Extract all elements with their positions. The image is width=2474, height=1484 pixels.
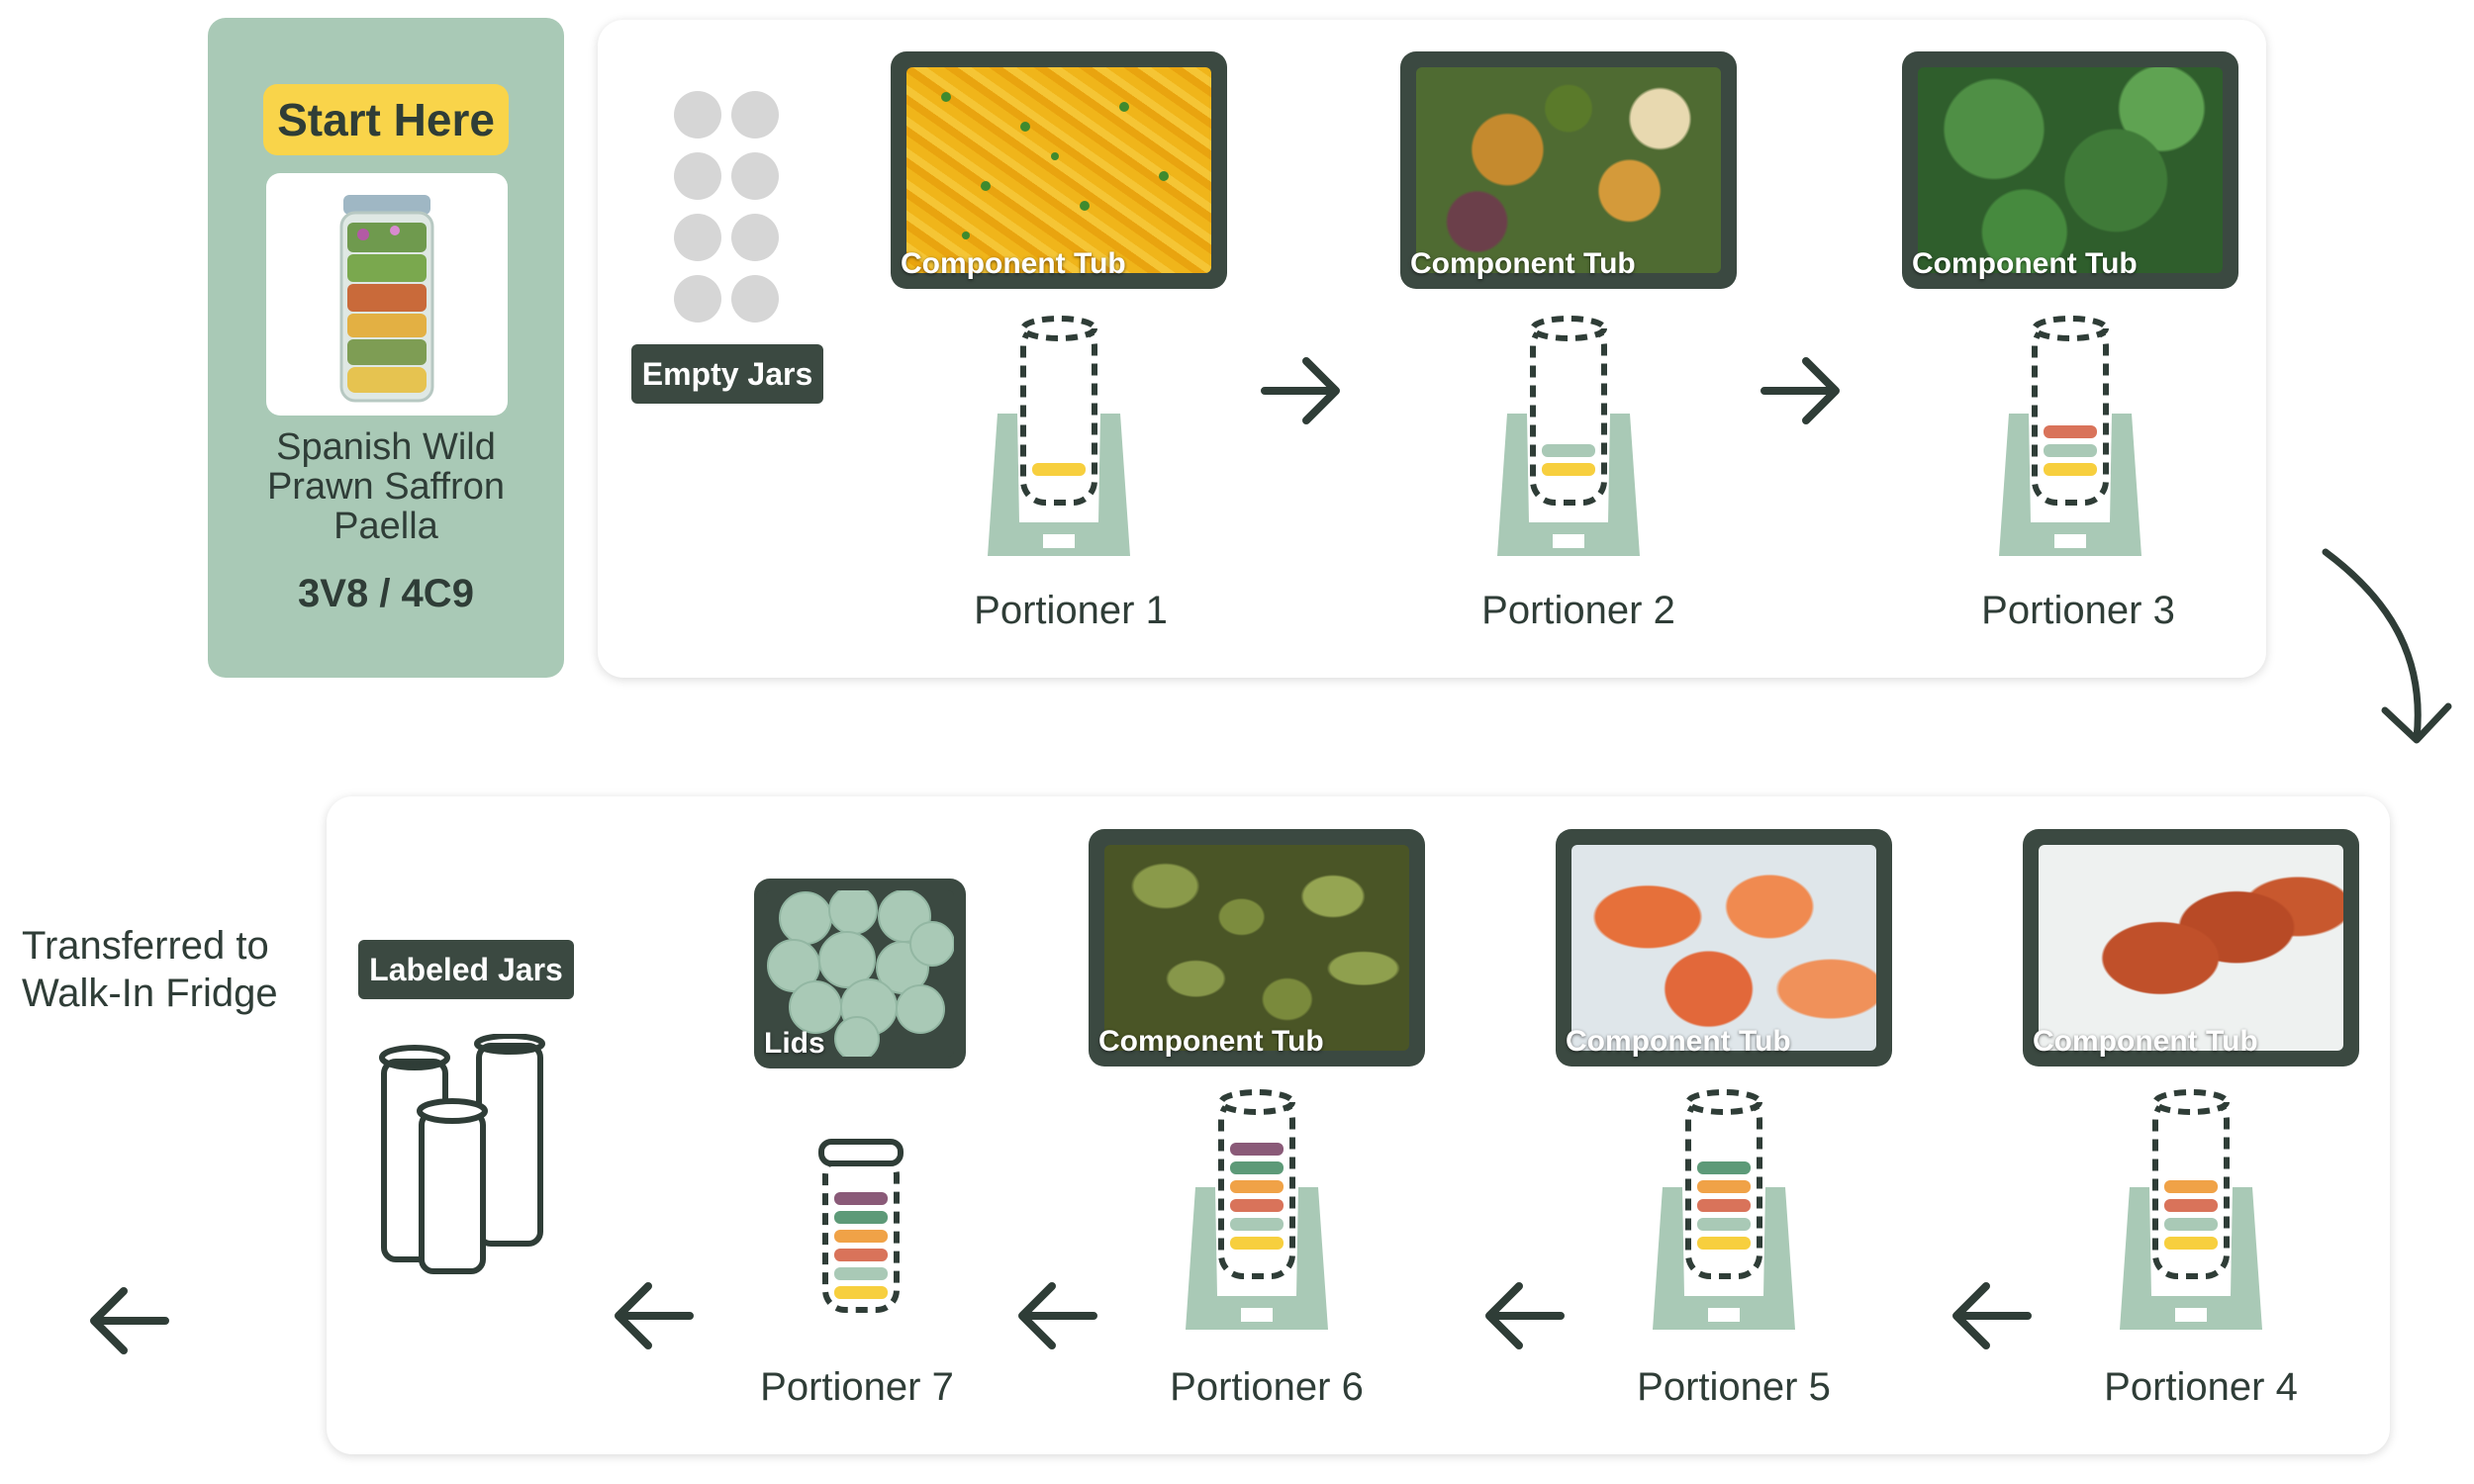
- layer-bar: [1697, 1161, 1751, 1174]
- layer-bar: [834, 1267, 888, 1280]
- layer-bar: [834, 1192, 888, 1205]
- curved-arrow-down-icon: [2322, 548, 2452, 744]
- rice-image: [941, 92, 1169, 239]
- labeled-jars-label: Labeled Jars: [358, 940, 574, 999]
- layer-bar: [1697, 1199, 1751, 1212]
- lids-label: Lids: [764, 1027, 825, 1060]
- arrow-left-icon: [1485, 1282, 1565, 1349]
- meal-name: Spanish Wild Prawn Saffron Paella: [266, 426, 506, 547]
- transfer-text: Transferred to Walk-In Fridge: [22, 924, 278, 1015]
- layer-bar: [2044, 444, 2097, 457]
- layer-bar: [2164, 1199, 2218, 1212]
- layer-bar: [1230, 1143, 1284, 1156]
- portioner-3-station: [1991, 315, 2149, 557]
- component-tub-pumpkin-seeds: Component Tub: [1089, 829, 1425, 1067]
- lids-tub: Lids: [754, 879, 966, 1068]
- layer-bar: [1542, 463, 1595, 476]
- layer-bar: [834, 1211, 888, 1224]
- scale-base: [1999, 414, 2141, 556]
- layer-bar: [2164, 1180, 2218, 1193]
- portioner-6-label: Portioner 6: [1170, 1365, 1364, 1409]
- tub-label: Component Tub: [1912, 247, 2138, 280]
- portioner-6-station: [1178, 1088, 1336, 1331]
- empty-jars-label: Empty Jars: [631, 344, 823, 404]
- layer-bar: [1697, 1237, 1751, 1250]
- scale-base: [1497, 414, 1640, 556]
- portioner-2-station: [1489, 315, 1648, 557]
- layer-bar: [2044, 425, 2097, 438]
- tub-label: Component Tub: [2033, 1025, 2258, 1058]
- layer-bar: [2044, 463, 2097, 476]
- meal-jar-image: [266, 173, 508, 416]
- layer-bar: [834, 1230, 888, 1243]
- layer-bar: [1230, 1237, 1284, 1250]
- layer-bar: [834, 1286, 888, 1299]
- portioner-4-station: [2112, 1088, 2270, 1331]
- component-tub-rice: Component Tub: [891, 51, 1227, 289]
- start-here-badge: Start Here: [263, 84, 509, 155]
- portioner-7-label: Portioner 7: [760, 1365, 954, 1409]
- meal-jar-icon: [339, 195, 434, 403]
- scale-base: [1186, 1187, 1328, 1330]
- layer-bar: [1697, 1180, 1751, 1193]
- component-tub-vegetables: Component Tub: [1400, 51, 1737, 289]
- portioner-1-label: Portioner 1: [974, 589, 1168, 632]
- layer-bar: [1230, 1218, 1284, 1231]
- layer-bar: [1697, 1218, 1751, 1231]
- arrow-left-icon: [1018, 1282, 1097, 1349]
- layer-bar: [1542, 444, 1595, 457]
- layer-bar: [1032, 463, 1086, 476]
- component-tub-prawns: Component Tub: [1556, 829, 1892, 1067]
- component-tub-chorizo: Component Tub: [2023, 829, 2359, 1067]
- arrow-left-icon: [90, 1287, 169, 1354]
- layer-bar: [2164, 1218, 2218, 1231]
- portioner-1-station: [980, 315, 1138, 557]
- layer-bar: [1230, 1180, 1284, 1193]
- portioner-4-label: Portioner 4: [2104, 1365, 2298, 1409]
- tub-label: Component Tub: [1098, 1025, 1324, 1058]
- portioner-5-station: [1645, 1088, 1803, 1331]
- scale-base: [988, 414, 1130, 556]
- tub-label: Component Tub: [901, 247, 1126, 280]
- arrow-left-icon: [615, 1282, 694, 1349]
- tub-label: Component Tub: [1566, 1025, 1791, 1058]
- meal-code: 3V8 / 4C9: [298, 572, 474, 615]
- portioner-2-label: Portioner 2: [1481, 589, 1675, 632]
- layer-bar: [834, 1249, 888, 1261]
- tub-label: Component Tub: [1410, 247, 1636, 280]
- labeled-jars-icon: [379, 1034, 545, 1274]
- layer-bar: [2164, 1237, 2218, 1250]
- portioner-5-label: Portioner 5: [1637, 1365, 1831, 1409]
- arrow-right-icon: [1760, 357, 1840, 424]
- arrow-right-icon: [1261, 357, 1340, 424]
- scale-base: [2120, 1187, 2262, 1330]
- portioner-3-label: Portioner 3: [1981, 589, 2175, 632]
- arrow-left-icon: [1952, 1282, 2032, 1349]
- lids-image: [767, 890, 954, 1057]
- scale-base: [1653, 1187, 1795, 1330]
- component-tub-kale: Component Tub: [1902, 51, 2238, 289]
- portioner-7-jar: [792, 1138, 930, 1316]
- empty-jars-icon: [674, 91, 779, 323]
- layer-bar: [1230, 1199, 1284, 1212]
- layer-bar: [1230, 1161, 1284, 1174]
